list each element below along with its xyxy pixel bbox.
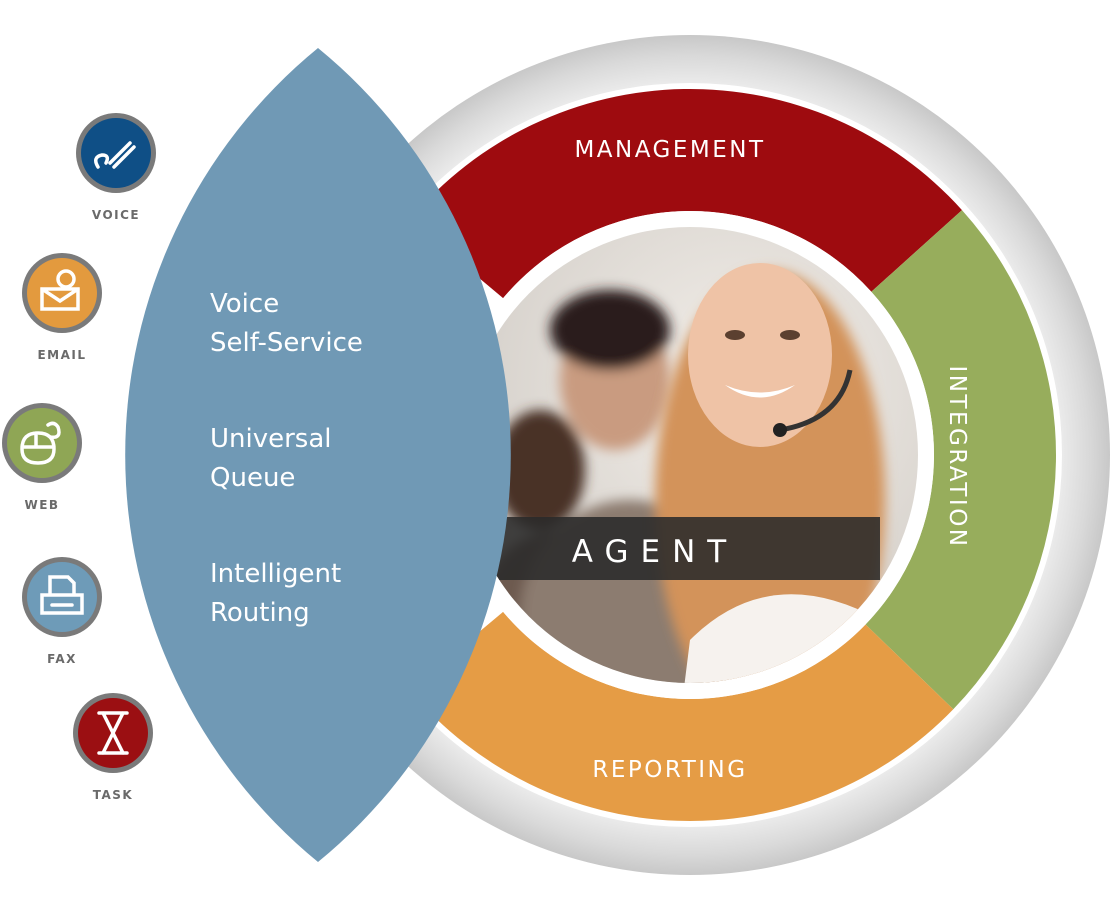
integration-label: INTEGRATION xyxy=(944,365,970,548)
mouse-icon xyxy=(20,421,61,465)
channel-voice: VOICE xyxy=(76,113,156,222)
channel-badge xyxy=(81,118,151,188)
reporting-segment xyxy=(409,611,954,821)
channel-task: TASK xyxy=(73,693,153,802)
channel-badge xyxy=(7,408,77,478)
phone-icon xyxy=(94,141,136,169)
channel-label: FAX xyxy=(47,652,77,666)
channel-web: WEB xyxy=(2,403,82,512)
channel-badge xyxy=(27,562,97,632)
routing-lens xyxy=(125,48,511,862)
channel-badge xyxy=(27,258,97,328)
lens-item-intelligent-routing: Intelligent Routing xyxy=(210,559,341,628)
agent-band xyxy=(462,517,880,580)
lens-item-voice-self-service: Voice Self-Service xyxy=(210,289,363,358)
channel-label: TASK xyxy=(93,788,133,802)
lens-item-line: Queue xyxy=(210,463,295,493)
lens-item-universal-queue: Universal Queue xyxy=(210,424,332,493)
email-icon xyxy=(40,269,80,311)
lens-item-line: Universal xyxy=(210,424,332,454)
lens-item-line: Intelligent xyxy=(210,559,341,589)
lens-item-line: Routing xyxy=(210,598,310,628)
channel-email: EMAIL xyxy=(22,253,102,362)
fax-icon xyxy=(40,575,84,615)
agent-label: AGENT xyxy=(572,534,738,570)
channel-fax: FAX xyxy=(22,557,102,666)
channel-label: EMAIL xyxy=(37,348,86,362)
channel-label: VOICE xyxy=(92,208,140,222)
hourglass-icon xyxy=(97,711,129,755)
management-label: MANAGEMENT xyxy=(574,137,765,163)
lens-item-line: Voice xyxy=(210,289,279,319)
reporting-label: REPORTING xyxy=(592,757,747,783)
lens-item-line: Self-Service xyxy=(210,328,363,358)
channel-label: WEB xyxy=(24,498,59,512)
integration-segment xyxy=(865,210,1056,710)
management-segment xyxy=(409,88,962,299)
